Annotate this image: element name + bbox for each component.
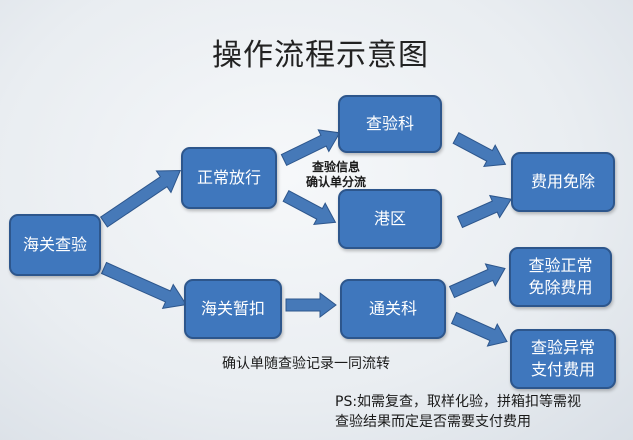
split-label-line1: 查验信息 (312, 160, 361, 174)
node-port-area: 港区 (338, 189, 442, 249)
ps-line2: 查验结果而定是否需要支付费用 (335, 414, 531, 430)
split-label-line2: 确认单分流 (306, 175, 367, 189)
node-label: 港区 (373, 209, 406, 228)
node-inspection-abnormal: 查验异常支付费用 (510, 329, 616, 389)
node-label: 海关查验 (22, 235, 87, 254)
ps-note: PS:如需复查，取样化验，拼箱扣等需视 查验结果而定是否需要支付费用 (335, 392, 581, 432)
node-fee-waived: 费用免除 (511, 152, 615, 212)
arrow-release-to-port (282, 190, 337, 226)
node-label: 海关暂扣 (200, 299, 265, 318)
node-customs-detain: 海关暂扣 (184, 279, 282, 339)
arrow-inspection-to-release (99, 170, 182, 228)
node-label-line1: 查验异常 (530, 338, 595, 357)
node-inspection-dept: 查验科 (338, 95, 442, 153)
split-label: 查验信息 确认单分流 (306, 160, 366, 190)
node-label: 费用免除 (530, 172, 595, 191)
arrow-detain-to-clearance (285, 292, 337, 318)
node-label: 正常放行 (196, 168, 261, 187)
ps-line1: PS:如需复查，取样化验，拼箱扣等需视 (335, 394, 582, 410)
arrow-inspection-dept-to-fee-waived (452, 132, 507, 168)
arrow-release-to-inspection-dept (280, 129, 341, 167)
node-customs-inspection: 海关查验 (9, 214, 101, 276)
flow-note: 确认单随查验记录一同流转 (222, 356, 390, 372)
diagram-title: 操作流程示意图 (212, 38, 429, 73)
node-normal-release: 正常放行 (181, 147, 277, 209)
arrow-inspection-to-detain (100, 261, 188, 309)
arrow-clearance-to-normal (448, 263, 506, 299)
node-label-line2: 免除费用 (528, 278, 593, 297)
node-label: 通关科 (368, 299, 417, 318)
arrow-port-to-fee-waived (456, 194, 512, 229)
node-label-line1: 查验正常 (528, 256, 593, 275)
node-inspection-normal: 查验正常免除费用 (509, 247, 612, 307)
node-label-line2: 支付费用 (530, 360, 595, 379)
node-clearance-dept: 通关科 (340, 279, 446, 339)
arrow-clearance-to-abnormal (450, 311, 508, 347)
node-label: 查验科 (365, 114, 414, 133)
